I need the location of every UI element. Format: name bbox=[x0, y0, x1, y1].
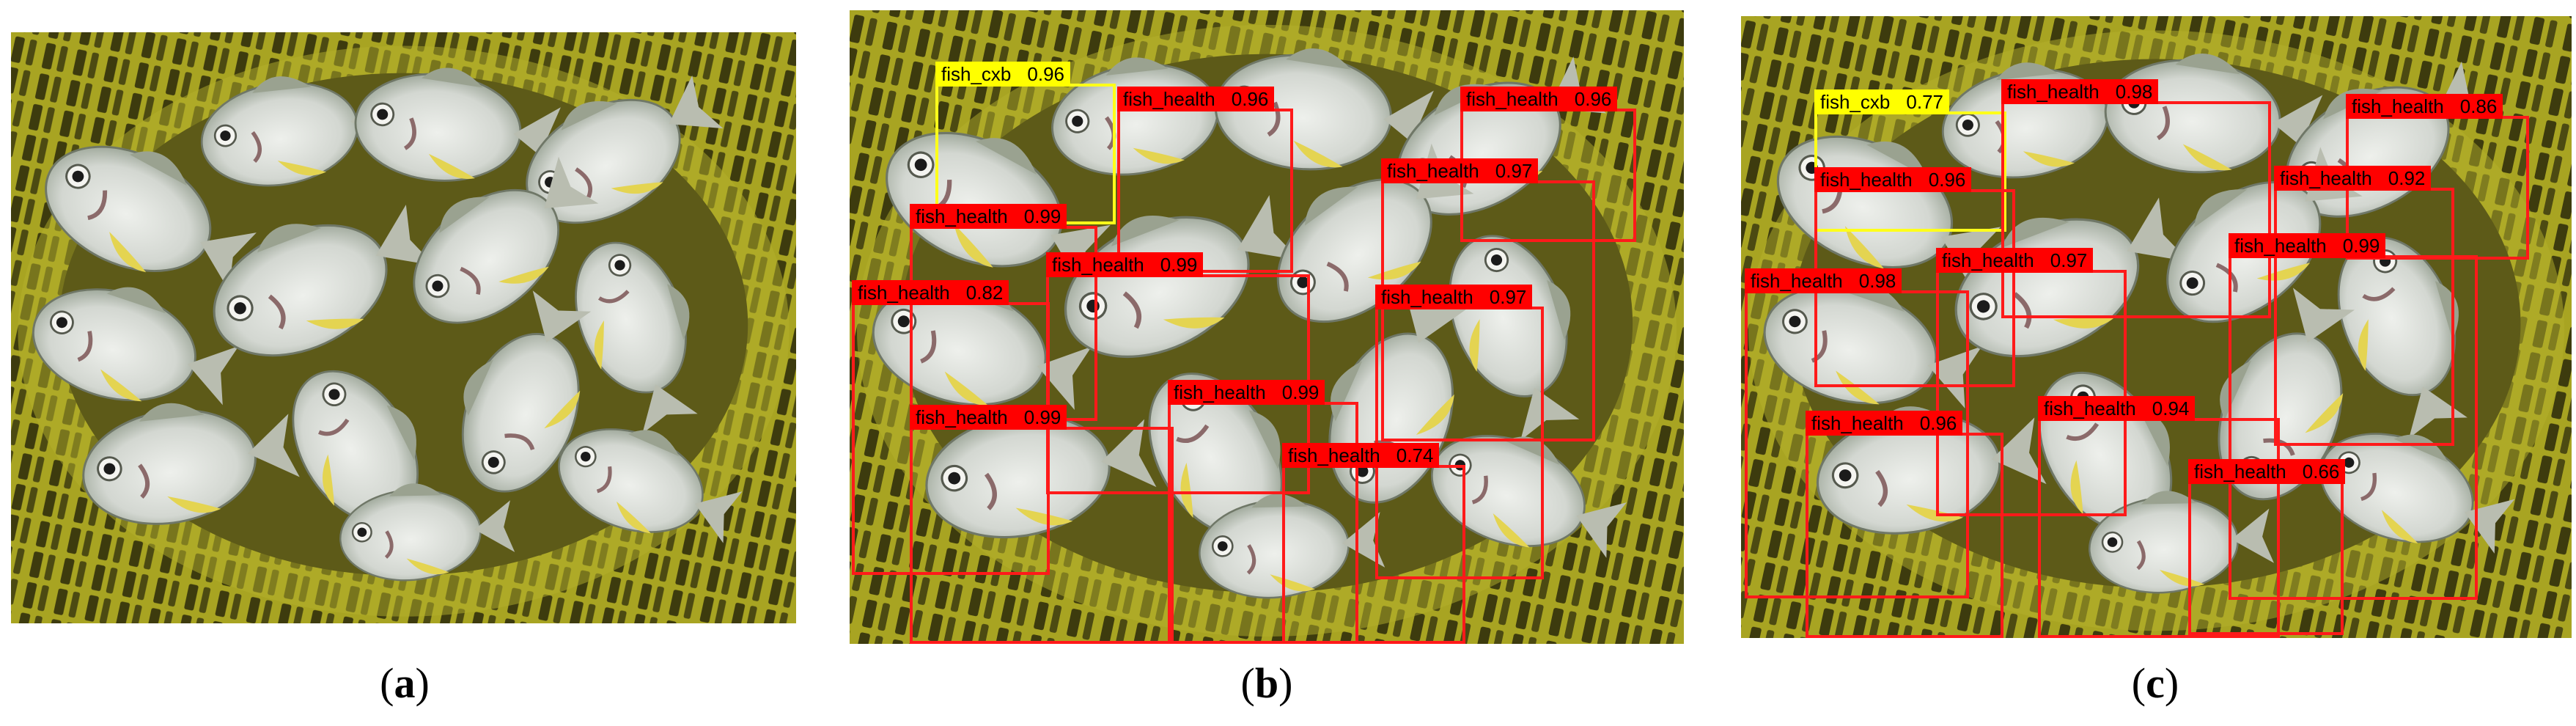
basket-of-fish-photo bbox=[11, 32, 796, 623]
panel-a-image bbox=[11, 32, 796, 623]
caption-b: (b) bbox=[1240, 659, 1293, 707]
caption-a: (a) bbox=[380, 659, 430, 707]
caption-c: (c) bbox=[2131, 659, 2179, 707]
